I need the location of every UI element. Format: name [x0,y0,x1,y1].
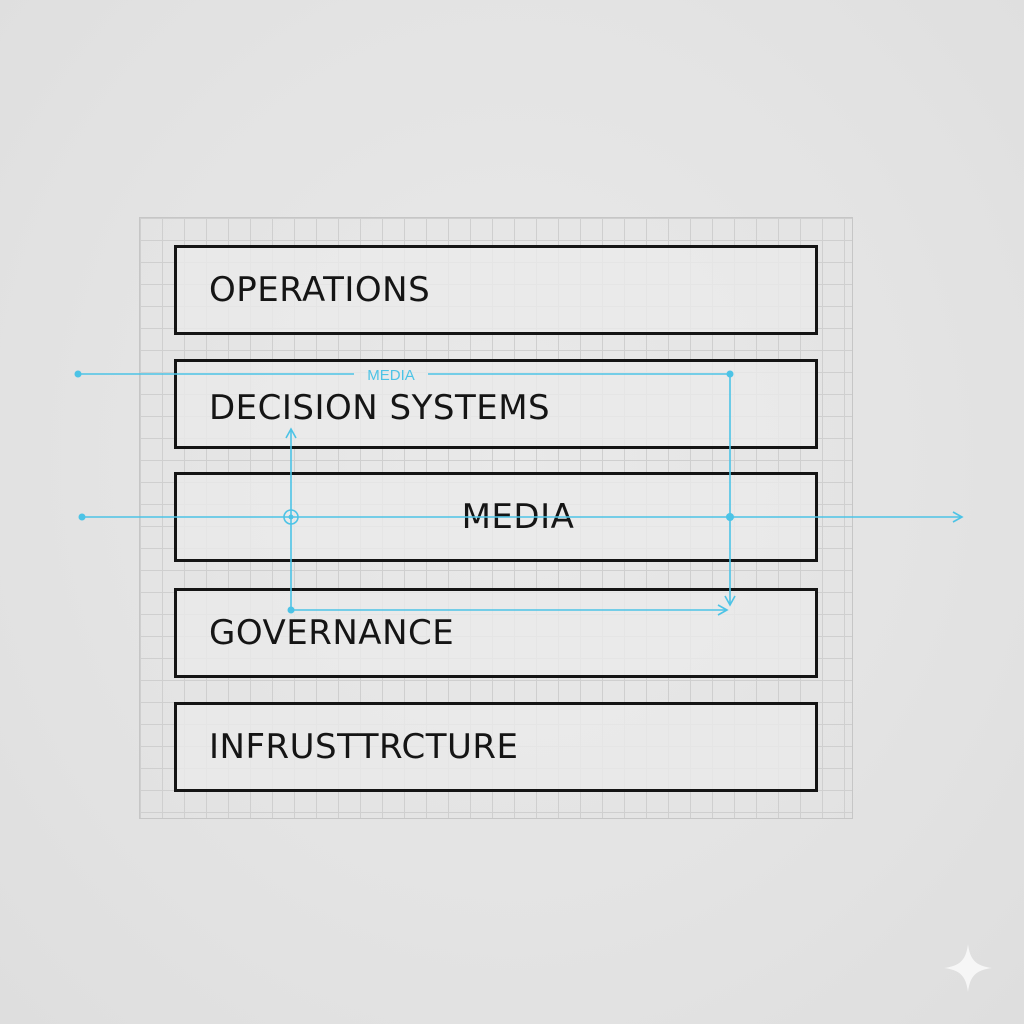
layer-box-infrastructure: INFRUSTTRCTURE [174,702,818,792]
layer-label-governance: GOVERNANCE [209,613,455,653]
layer-label-infrastructure: INFRUSTTRCTURE [209,727,519,767]
layer-box-governance: GOVERNANCE [174,588,818,678]
layer-label-operations: OPERATIONS [209,270,431,310]
layer-box-operations: OPERATIONS [174,245,818,335]
connector-node-main-start [78,513,86,521]
connector-label: MEDIA [367,367,415,384]
connector-node-top-start [74,370,82,378]
sparkle-icon [944,944,992,992]
layer-label-decision-systems: DECISION SYSTEMS [209,388,551,428]
connector-node-main-junction [726,513,734,521]
connector-node-bottom-start [287,606,295,614]
